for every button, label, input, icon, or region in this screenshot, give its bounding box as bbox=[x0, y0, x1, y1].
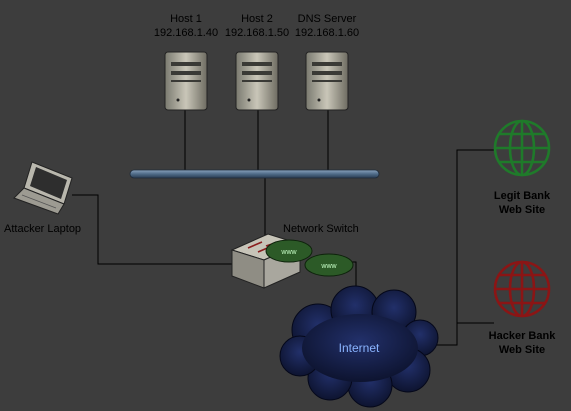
dns-ip: 192.168.1.60 bbox=[295, 27, 359, 39]
hacker-bank-label-line2: Web Site bbox=[499, 344, 545, 356]
www-packet-1: www bbox=[265, 239, 313, 263]
hacker-bank-globe-icon bbox=[493, 260, 551, 318]
legit-bank-label-line1: Legit Bank bbox=[494, 190, 551, 202]
network-switch-label: Network Switch bbox=[283, 223, 359, 235]
legit-bank-label-line2: Web Site bbox=[499, 204, 545, 216]
internet-banks-link bbox=[432, 149, 494, 346]
hacker-bank-label-line1: Hacker Bank bbox=[489, 330, 557, 342]
laptop-switch-link bbox=[72, 194, 232, 265]
host2-name: Host 2 bbox=[241, 13, 273, 25]
host1-ip: 192.168.1.40 bbox=[154, 27, 218, 39]
internet-label: Internet bbox=[339, 341, 380, 355]
legit-bank-globe-icon bbox=[493, 119, 551, 177]
www-label-2: www bbox=[320, 263, 337, 270]
attacker-laptop-label: Attacker Laptop bbox=[4, 223, 81, 235]
dns-name: DNS Server bbox=[298, 13, 357, 25]
network-bus bbox=[129, 169, 380, 179]
laptop-icon bbox=[13, 161, 73, 215]
host1-name: Host 1 bbox=[170, 13, 202, 25]
www-label-1: www bbox=[280, 249, 297, 256]
host2-ip: 192.168.1.50 bbox=[225, 27, 289, 39]
server-icon-host2 bbox=[235, 51, 279, 111]
www-packet-2: www bbox=[304, 253, 354, 277]
server-icon-dns bbox=[305, 51, 349, 111]
server-icon-host1 bbox=[164, 51, 208, 111]
internet-cloud-icon bbox=[279, 285, 439, 408]
